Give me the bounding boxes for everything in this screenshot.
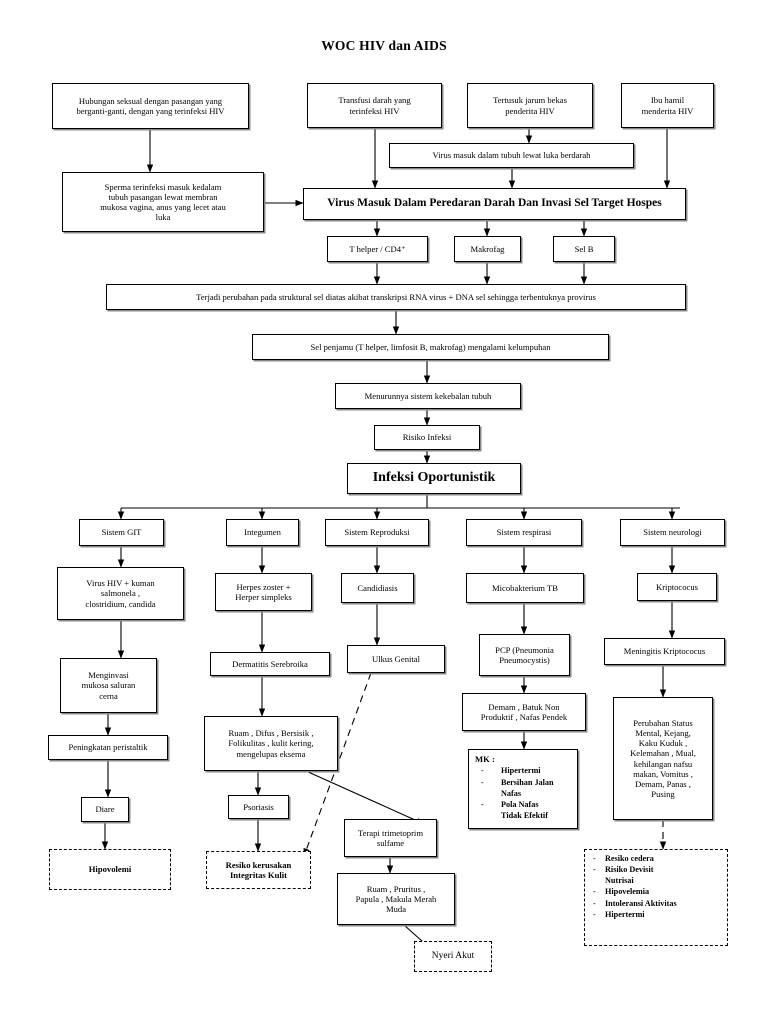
node-mk-neurologi[interactable]: Resiko cedera Risiko Devisit Nutrisai Hi… bbox=[584, 849, 728, 946]
node-integ-resiko-kulit[interactable]: Resiko kerusakan Integritas Kulit bbox=[206, 851, 311, 889]
mk-respirasi-list: Hipertermi Bersihan Jalan Nafas Pola Naf… bbox=[475, 766, 573, 821]
node-repro-ruam[interactable]: Ruam , Pruritus , Papula , Makula Merah … bbox=[337, 873, 455, 925]
node-virus-bloodstream[interactable]: Virus Masuk Dalam Peredaran Darah Dan In… bbox=[303, 188, 686, 220]
node-sperm-entry[interactable]: Sperma terinfeksi masuk kedalam tubuh pa… bbox=[62, 172, 264, 232]
node-infection-risk[interactable]: Risiko Infeksi bbox=[374, 425, 480, 450]
node-sistem-git[interactable]: Sistem GIT bbox=[79, 519, 164, 546]
node-sexual-contact[interactable]: Hubungan seksual dengan pasangan yang be… bbox=[52, 83, 249, 129]
node-neuro-meningitis[interactable]: Meningitis Kriptococus bbox=[604, 638, 725, 665]
node-resp-tb[interactable]: Micobakterium TB bbox=[466, 573, 584, 603]
list-item: Pola Nafas Tidak Efektif bbox=[475, 800, 573, 822]
node-t-helper[interactable]: T helper / CD4⁺ bbox=[327, 236, 428, 262]
node-git-invasion[interactable]: Menginvasi mukosa saluran cerna bbox=[60, 658, 157, 713]
node-host-cell-paralysis[interactable]: Sel penjamu (T helper, limfosit B, makro… bbox=[252, 334, 609, 360]
node-sistem-respirasi[interactable]: Sistem respirasi bbox=[466, 519, 582, 546]
node-integ-ruam[interactable]: Ruam , Difus , Bersisik , Folikulitas , … bbox=[204, 716, 338, 771]
node-pregnant-mother[interactable]: Ibu hamil menderita HIV bbox=[621, 83, 714, 128]
page-title: WOC HIV dan AIDS bbox=[321, 38, 447, 53]
node-repro-ulkus[interactable]: Ulkus Genital bbox=[347, 645, 445, 673]
node-neuro-kriptococus[interactable]: Kriptococus bbox=[637, 573, 717, 601]
node-git-hipovolemi[interactable]: Hipovolemi bbox=[49, 849, 171, 890]
node-resp-gejala[interactable]: Demam , Batuk Non Produktif , Nafas Pend… bbox=[462, 693, 586, 731]
node-git-diare[interactable]: Diare bbox=[81, 797, 129, 822]
node-structural-change[interactable]: Terjadi perubahan pada struktural sel di… bbox=[106, 284, 686, 310]
list-item: Intoleransi Aktivitas bbox=[591, 899, 723, 910]
node-sistem-reproduksi[interactable]: Sistem Reproduksi bbox=[325, 519, 429, 546]
node-repro-nyeri[interactable]: Nyeri Akut bbox=[414, 941, 492, 972]
node-repro-candidiasis[interactable]: Candidiasis bbox=[341, 573, 414, 603]
node-needle-stick[interactable]: Tertusuk jarum bekas penderita HIV bbox=[467, 83, 593, 128]
node-sel-b[interactable]: Sel B bbox=[553, 236, 615, 262]
list-item: Hipertermi bbox=[591, 910, 723, 921]
node-git-pathogens[interactable]: Virus HIV + kuman salmonela , clostridiu… bbox=[57, 567, 184, 620]
node-immune-decline[interactable]: Menurunnya sistem kekebalan tubuh bbox=[335, 383, 521, 409]
node-integ-herpes[interactable]: Herpes zoster + Herper simpleks bbox=[215, 573, 312, 611]
mk-respirasi-heading: MK : bbox=[475, 754, 495, 764]
node-repro-terapi[interactable]: Terapi trimetoprim sulfame bbox=[344, 819, 437, 857]
mk-neurologi-list: Resiko cedera Risiko Devisit Nutrisai Hi… bbox=[591, 854, 723, 921]
list-item: Risiko Devisit Nutrisai bbox=[591, 865, 723, 887]
node-blood-transfusion[interactable]: Transfusi darah yang terinfeksi HIV bbox=[307, 83, 442, 128]
node-integumen[interactable]: Integumen bbox=[226, 519, 299, 546]
node-makrofag[interactable]: Makrofag bbox=[454, 236, 521, 262]
node-integ-psoriasis[interactable]: Psoriasis bbox=[228, 795, 289, 819]
list-item: Resiko cedera bbox=[591, 854, 723, 865]
node-mk-respirasi[interactable]: MK : Hipertermi Bersihan Jalan Nafas Pol… bbox=[468, 749, 578, 829]
node-git-peristaltik[interactable]: Peningkatan peristaltik bbox=[48, 735, 168, 760]
node-integ-dermatitis[interactable]: Dermatitis Serebroika bbox=[210, 652, 330, 676]
list-item: Hipertermi bbox=[475, 766, 573, 777]
list-item: Bersihan Jalan Nafas bbox=[475, 778, 573, 800]
node-opportunistic-infection[interactable]: Infeksi Oportunistik bbox=[347, 463, 521, 494]
node-virus-wound[interactable]: Virus masuk dalam tubuh lewat luka berda… bbox=[389, 143, 634, 168]
node-sistem-neurologi[interactable]: Sistem neurologi bbox=[620, 519, 725, 546]
node-neuro-perubahan[interactable]: Perubahan Status Mental, Kejang, Kaku Ku… bbox=[613, 697, 713, 820]
list-item: Hipovelemia bbox=[591, 887, 723, 898]
node-resp-pcp[interactable]: PCP (Pneumonia Pneumocystis) bbox=[479, 634, 570, 676]
